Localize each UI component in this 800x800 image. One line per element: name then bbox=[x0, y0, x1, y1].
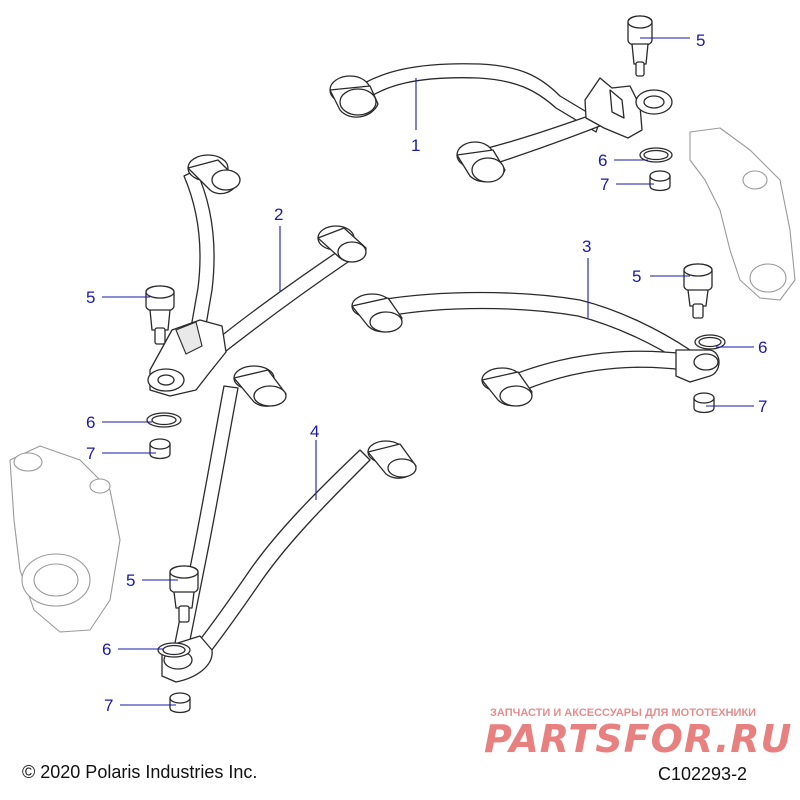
part-6-clip-right bbox=[694, 334, 726, 350]
callout-3: 3 bbox=[582, 237, 591, 256]
callout-labels: 1 2 3 4 5 5 5 5 6 6 6 6 7 7 7 7 bbox=[86, 31, 767, 715]
drawing-id: C102293-2 bbox=[658, 764, 748, 784]
copyright-text: © 2020 Polaris Industries Inc. bbox=[22, 762, 258, 782]
callout-5a: 5 bbox=[696, 31, 705, 50]
callout-6d: 6 bbox=[102, 640, 111, 659]
callout-7d: 7 bbox=[104, 696, 113, 715]
callout-1: 1 bbox=[411, 136, 420, 155]
callout-6a: 6 bbox=[598, 151, 607, 170]
part-3-lower-arm-right bbox=[351, 291, 720, 407]
watermark-tagline: ЗАПЧАСТИ И АКСЕССУАРЫ ДЛЯ МОТОТЕХНИКИ bbox=[490, 707, 756, 719]
callout-6c: 6 bbox=[758, 338, 767, 357]
part-5-ball-joint-bottom bbox=[169, 565, 199, 623]
callout-5c: 5 bbox=[632, 267, 641, 286]
part-6-clip-bottom bbox=[157, 642, 191, 658]
callout-6b: 6 bbox=[86, 413, 95, 432]
part-7-nut-left bbox=[149, 438, 171, 460]
part-6-clip-left bbox=[146, 412, 182, 428]
callout-2: 2 bbox=[274, 205, 283, 224]
callout-7a: 7 bbox=[600, 175, 609, 194]
watermark: ЗАПЧАСТИ И АКСЕССУАРЫ ДЛЯ МОТОТЕХНИКИ PA… bbox=[484, 707, 792, 761]
part-7-nut-right bbox=[693, 392, 715, 414]
part-1-upper-arm-right bbox=[329, 63, 673, 183]
part-5-ball-joint-right bbox=[683, 263, 713, 319]
callout-5b: 5 bbox=[86, 288, 95, 307]
leader-lines bbox=[102, 37, 754, 706]
steering-knuckle-left bbox=[9, 445, 121, 633]
part-7-nut-top bbox=[649, 170, 671, 192]
part-7-nut-bottom bbox=[169, 692, 191, 714]
watermark-brand: PARTSFOR.RU bbox=[484, 717, 792, 761]
callout-5d: 5 bbox=[126, 571, 135, 590]
steering-knuckle-right bbox=[689, 127, 796, 301]
callout-7b: 7 bbox=[86, 444, 95, 463]
part-5-ball-joint-left bbox=[145, 285, 175, 345]
callout-4: 4 bbox=[310, 422, 319, 441]
part-6-clip-top bbox=[639, 147, 673, 163]
part-2-upper-arm-left bbox=[147, 154, 367, 397]
part-5-ball-joint-top bbox=[627, 15, 653, 77]
callout-7c: 7 bbox=[758, 397, 767, 416]
part-4-lower-arm-left bbox=[161, 365, 417, 683]
